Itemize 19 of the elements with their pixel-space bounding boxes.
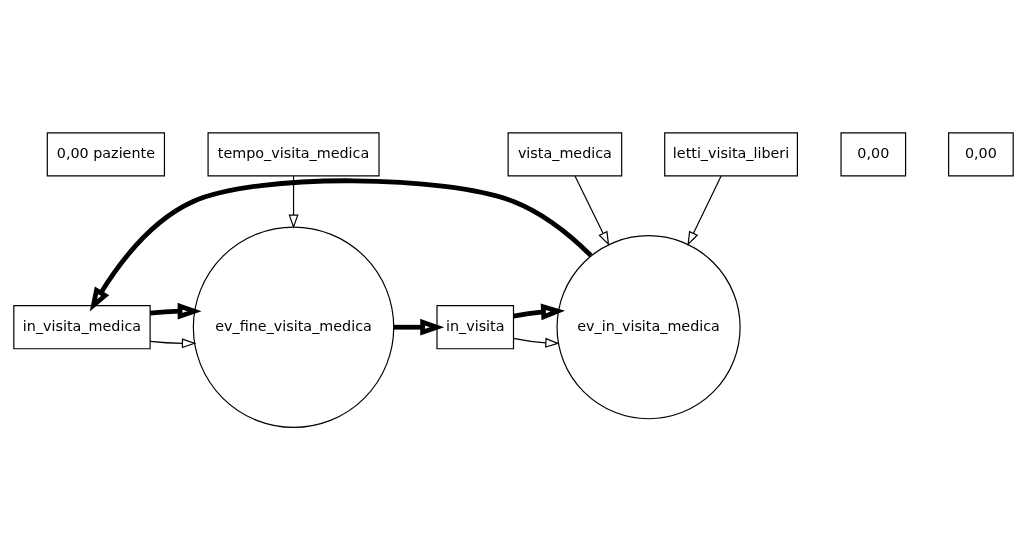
node-box: tempo_visita_medica — [207, 132, 380, 177]
node-box: 0,00 — [840, 132, 907, 177]
node-box: in_visita_medica — [13, 305, 151, 350]
arrow — [574, 175, 610, 246]
node-box: vista_medica — [507, 132, 623, 177]
node-box: letti_visita_liberi — [664, 132, 798, 177]
arrow — [687, 175, 722, 246]
arrow — [149, 302, 202, 320]
arrow — [513, 303, 566, 321]
node-circle: ev_in_visita_medica — [556, 235, 741, 420]
arrow — [149, 338, 197, 349]
arrow — [89, 178, 593, 312]
node-circle: ev_fine_visita_medica — [192, 226, 395, 428]
node-box: 0,00 paziente — [46, 132, 166, 177]
node-box: in_visita — [436, 305, 515, 350]
arrow — [288, 175, 299, 229]
node-box: 0,00 — [948, 132, 1014, 177]
arrow — [393, 318, 445, 336]
arrow — [512, 337, 560, 348]
